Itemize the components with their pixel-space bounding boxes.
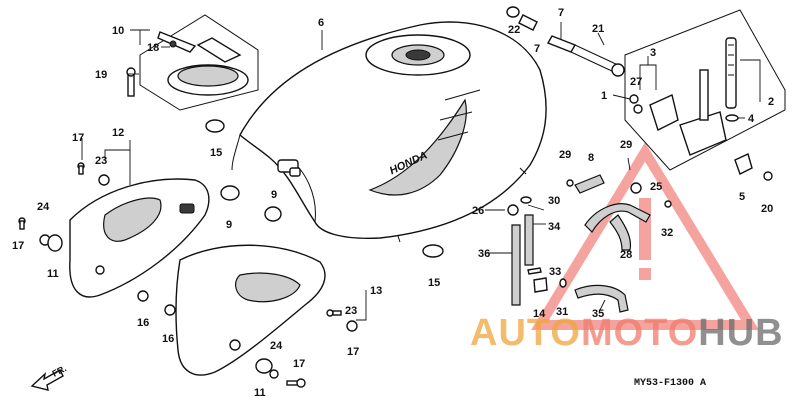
callout-label: 17 <box>347 346 359 358</box>
petcock-assembly <box>624 9 786 181</box>
callout-label: 14 <box>533 308 546 320</box>
callout-label: 7 <box>558 7 564 19</box>
fuel-cap-assembly <box>126 14 259 111</box>
callout-label: 24 <box>37 201 50 213</box>
callout-label: 23 <box>345 305 357 317</box>
callout-label: 36 <box>478 248 490 260</box>
callout-label: 16 <box>162 333 174 345</box>
callout-label: 31 <box>556 306 568 318</box>
watermark-part-1: AUTO <box>470 312 581 354</box>
callout-label: 35 <box>592 308 604 320</box>
callout-label: 4 <box>748 113 755 125</box>
callout-label: 13 <box>370 285 382 297</box>
callout-label: 27 <box>630 76 642 88</box>
callout-label: 15 <box>210 147 222 159</box>
callout-label: 17 <box>72 132 84 144</box>
callout-label: 28 <box>620 249 632 261</box>
callout-label: 7 <box>534 43 540 55</box>
callout-label: 3 <box>650 47 656 59</box>
callout-label: 17 <box>293 358 305 370</box>
watermark-part-3: HUB <box>698 312 784 354</box>
callout-label: 25 <box>650 181 662 193</box>
callout-numbers: 1 2 3 4 5 6 7 7 8 9 9 10 11 11 12 13 14 … <box>12 7 774 399</box>
callout-label: 11 <box>47 268 59 280</box>
callout-label: 30 <box>548 195 560 207</box>
callout-label: 11 <box>254 387 266 399</box>
right-side-cover <box>175 244 326 376</box>
callout-label: 17 <box>12 240 24 252</box>
callout-label: 15 <box>428 277 440 289</box>
callout-label: 8 <box>588 152 594 164</box>
front-direction-arrow <box>30 369 64 391</box>
callout-label: 29 <box>559 149 571 161</box>
diagram-code: MY53-F1300 A <box>634 378 707 389</box>
watermark-brand: AUTOMOTOHUB <box>470 312 784 355</box>
callout-label: 33 <box>549 266 561 278</box>
callout-label: 9 <box>271 189 277 201</box>
callout-label: 32 <box>661 227 673 239</box>
callout-label: 21 <box>592 23 604 35</box>
callout-label: 29 <box>620 139 632 151</box>
watermark-triangle <box>531 142 759 330</box>
fuel-hoses <box>507 174 672 313</box>
fuel-tank: HONDA <box>231 21 547 243</box>
callout-label: 9 <box>226 219 232 231</box>
callout-label: 5 <box>739 191 745 203</box>
callout-label: 10 <box>112 25 124 37</box>
left-side-cover <box>69 178 210 298</box>
callout-label: 2 <box>768 96 774 108</box>
callout-label: 12 <box>112 127 124 139</box>
callout-label: 26 <box>472 205 484 217</box>
callout-label: 19 <box>95 69 107 81</box>
callout-label: 16 <box>137 317 149 329</box>
small-parts <box>18 119 444 388</box>
callout-label: 6 <box>318 17 324 29</box>
leader-lines <box>81 22 761 321</box>
watermark-part-2: MOTO <box>580 312 699 354</box>
callout-label: 20 <box>761 203 773 215</box>
callout-label: 18 <box>147 42 159 54</box>
callout-label: 24 <box>270 340 283 352</box>
callout-label: 22 <box>508 24 520 36</box>
callout-label: 1 <box>601 90 607 102</box>
bolt-hardware <box>506 6 625 77</box>
callout-label: 23 <box>95 155 107 167</box>
callout-label: 34 <box>548 221 561 233</box>
